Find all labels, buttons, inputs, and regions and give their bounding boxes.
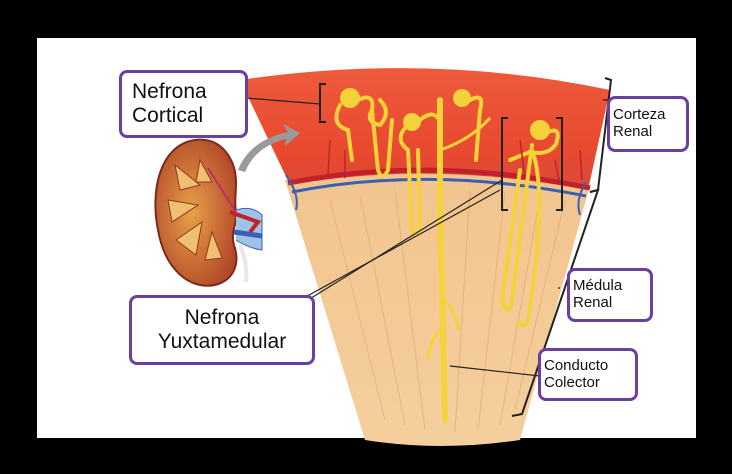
label-corteza-renal: Corteza Renal (607, 96, 689, 152)
label-line: Renal (573, 295, 650, 312)
label-line: Conducto (544, 358, 635, 375)
label-line: Nefrona (185, 306, 260, 330)
label-line: Yuxtamedular (158, 330, 286, 354)
label-line: Cortical (132, 104, 245, 128)
label-nefrona-cortical: Nefrona Cortical (119, 70, 248, 138)
label-conducto-colector: Conducto Colector (538, 348, 638, 401)
label-line: Corteza (613, 107, 686, 124)
label-line: Renal (613, 124, 686, 141)
label-nefrona-yuxtamedular: Nefrona Yuxtamedular (129, 295, 315, 365)
label-line: Colector (544, 375, 635, 392)
label-line: Nefrona (132, 80, 245, 104)
label-line: Médula (573, 278, 650, 295)
label-medula-renal: Médula Renal (567, 268, 653, 322)
